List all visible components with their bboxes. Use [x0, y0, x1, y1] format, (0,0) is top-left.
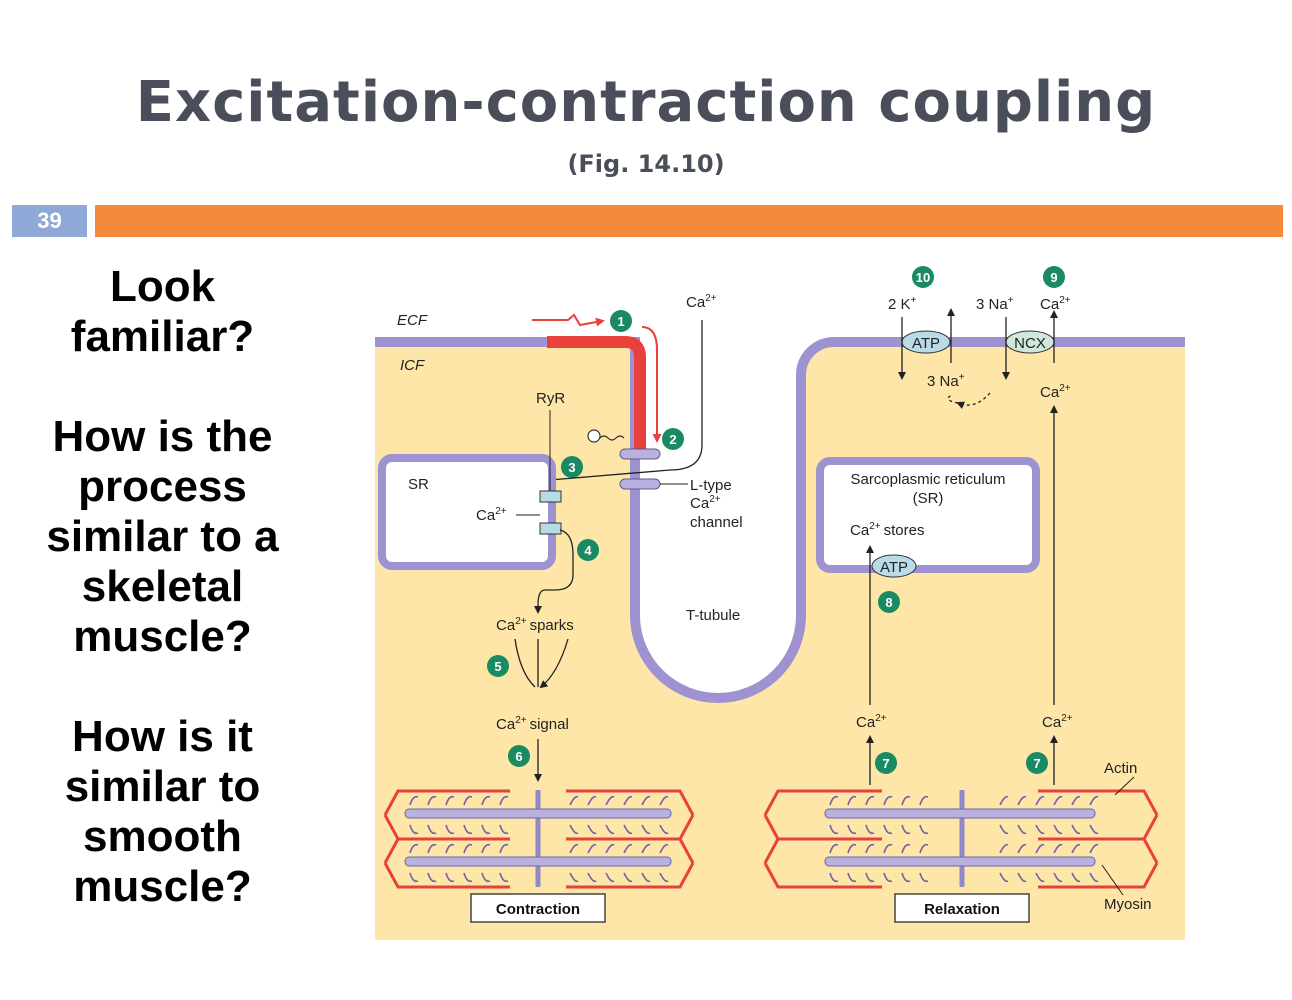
sr-right-title-line2: (SR) — [913, 490, 944, 507]
sarcomere-relaxed — [763, 789, 1159, 889]
sarcomere-contracted — [383, 789, 695, 889]
slide-subtitle: (Fig. 14.10) — [567, 150, 725, 178]
ca-signal-label: Ca2+signal — [496, 715, 569, 733]
ecf-label: ECF — [397, 312, 428, 329]
step-badge-2: 2 — [662, 428, 684, 450]
svg-text:10: 10 — [916, 270, 930, 285]
serca-atp-pump — [871, 554, 917, 578]
ryr-label: RyR — [536, 390, 565, 407]
step-badge-6: 6 — [508, 745, 530, 767]
contraction-label: Contraction — [496, 901, 580, 918]
svg-text:8: 8 — [885, 595, 892, 610]
ca-relax-left-label: Ca2+ — [856, 713, 887, 731]
ap-down-arrow — [641, 326, 662, 443]
ec-coupling-diagram: ECF ICF 1 2 3 4 5 6 7 7 8 9 10 Ca2+ L-ty… — [370, 255, 1190, 945]
step-badge-7b: 7 — [1026, 752, 1048, 774]
two-k-label: 2 K+ — [888, 295, 917, 313]
na-recycle-arrow-2 — [947, 394, 959, 404]
ca-ecf-label: Ca2+ — [686, 293, 717, 311]
questions-panel: Look familiar? How is the process simila… — [20, 262, 305, 962]
contraction-box — [470, 893, 606, 923]
icf-label: ICF — [400, 357, 425, 374]
sparks-converge-arrows — [514, 638, 569, 687]
ca-entry-arrow — [548, 320, 703, 484]
header-divider-bar — [95, 205, 1283, 237]
ttubule-label: T-tubule — [686, 607, 740, 624]
svg-text:6: 6 — [515, 749, 522, 764]
step-badge-3: 3 — [561, 456, 583, 478]
na-k-atp-label: ATP — [912, 335, 940, 352]
depolarized-membrane — [547, 336, 646, 455]
svg-text:5: 5 — [494, 659, 501, 674]
ca-ncx-label: Ca2+ — [1040, 383, 1071, 401]
ltype-label-line1: L-type — [690, 477, 732, 494]
sr-left-label: SR — [408, 476, 429, 493]
dhpr-sensor-tether — [599, 435, 625, 441]
question-look-familiar: Look familiar? — [70, 262, 255, 361]
serca-atp-label: ATP — [880, 559, 908, 576]
relaxation-box — [894, 893, 1030, 923]
action-potential-arrow — [532, 313, 605, 327]
svg-text:2: 2 — [669, 432, 676, 447]
step-badge-10: 10 — [912, 266, 934, 288]
ltype-channel-upper — [619, 448, 661, 460]
ca-stores-label: Ca2+stores — [850, 521, 924, 539]
ca-relax-right-label: Ca2+ — [1042, 713, 1073, 731]
cytoplasm-left — [375, 342, 1185, 940]
three-na-icf-label: 3 Na+ — [927, 372, 965, 390]
svg-text:7: 7 — [1033, 756, 1040, 771]
svg-text:9: 9 — [1050, 270, 1057, 285]
ltype-label-line2: Ca2+ — [690, 494, 721, 512]
dhpr-sensor-icon — [587, 429, 601, 443]
slide-number: 39 — [12, 205, 87, 237]
ltype-channel-lower — [619, 478, 661, 490]
question-skeletal: How is the process similar to a skeletal… — [46, 412, 279, 661]
sarcolemma-membrane — [375, 337, 1185, 703]
ncx-label: NCX — [1014, 335, 1046, 352]
ryr-channel-lower — [539, 522, 562, 535]
sr-ca-label: Ca2+ — [476, 506, 507, 524]
svg-text:1: 1 — [617, 314, 624, 329]
ryr-channel-upper — [539, 490, 562, 503]
ca-sparks-label: Ca2+sparks — [496, 616, 574, 634]
ca-release-arrow — [534, 529, 574, 614]
actin-label: Actin — [1104, 760, 1137, 777]
svg-text:4: 4 — [584, 543, 592, 558]
step-badge-5: 5 — [487, 655, 509, 677]
ca-efflux-label: Ca2+ — [1040, 295, 1071, 313]
step-badge-1: 1 — [610, 310, 632, 332]
ltype-label-line3: channel — [690, 514, 743, 531]
sr-right — [816, 457, 1040, 573]
svg-text:7: 7 — [882, 756, 889, 771]
sr-left — [378, 454, 556, 570]
three-na-ecf-label: 3 Na+ — [976, 295, 1014, 313]
slide-title: Excitation-contraction coupling — [135, 70, 1157, 135]
step-badge-7a: 7 — [875, 752, 897, 774]
na-recycle-arrow — [956, 392, 991, 409]
step-badge-8: 8 — [878, 591, 900, 613]
sr-right-title-line1: Sarcoplasmic reticulum — [850, 471, 1005, 488]
svg-text:3: 3 — [568, 460, 575, 475]
step-badge-4: 4 — [577, 539, 599, 561]
myosin-label: Myosin — [1104, 896, 1152, 913]
question-smooth: How is it similar to smooth muscle? — [64, 712, 261, 911]
step-badge-9: 9 — [1043, 266, 1065, 288]
relaxation-label: Relaxation — [924, 901, 1000, 918]
